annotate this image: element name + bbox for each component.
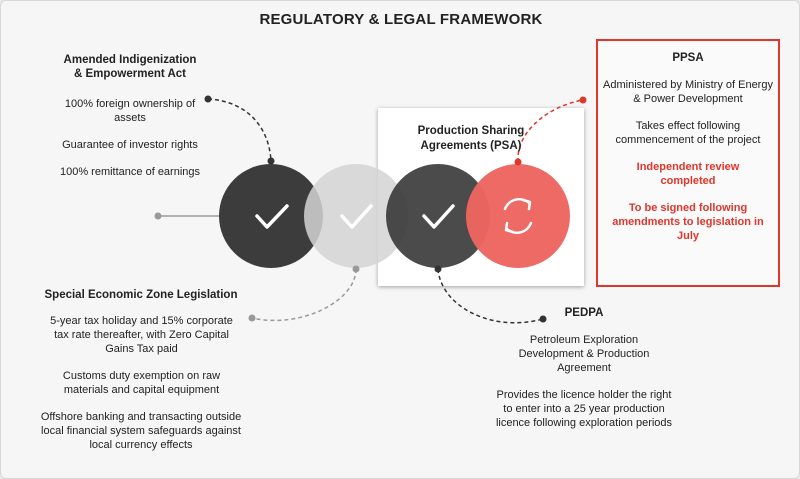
- list-item: Administered by Ministry of Energy & Pow…: [603, 79, 773, 105]
- pedpa-connector: [437, 268, 544, 324]
- status-highlight: Independent review completed: [636, 161, 740, 187]
- list-item: Provides the licence holder the right to…: [495, 389, 673, 429]
- list-item: Offshore banking and transacting outside…: [40, 411, 242, 451]
- list-item: 100% remittance of earnings: [59, 166, 201, 178]
- sez-title: Special Economic Zone Legislation: [44, 289, 238, 301]
- ppsa-title: PPSA: [672, 52, 704, 64]
- ppsa-panel: [596, 39, 780, 287]
- sez-dot: [248, 314, 256, 322]
- list-item: 100% foreign ownership of assets: [64, 98, 196, 124]
- indigenization-circle: [219, 164, 323, 268]
- timeline-start-dot: [154, 212, 162, 220]
- list-item: Petroleum Exploration Development & Prod…: [518, 334, 650, 374]
- list-item: Guarantee of investor rights: [62, 139, 198, 151]
- sez-connector: [251, 268, 357, 322]
- sez-block: Special Economic Zone Legislation 5-year…: [21, 288, 261, 465]
- pedpa-dot: [539, 315, 547, 323]
- status-highlight: To be signed following amendments to leg…: [612, 202, 764, 242]
- pedpa-title: PEDPA: [564, 307, 604, 319]
- ppsa-dot: [579, 96, 587, 104]
- list-item: 5-year tax holiday and 15% corporate tax…: [50, 315, 233, 355]
- psa-title: Production Sharing Agreements (PSA): [417, 125, 525, 152]
- list-item: Customs duty exemption on raw materials …: [62, 370, 221, 396]
- page-title: REGULATORY & LEGAL FRAMEWORK: [259, 11, 543, 28]
- check-icon: [422, 204, 455, 229]
- check-icon: [255, 204, 289, 229]
- ppsa-circle: [466, 164, 570, 268]
- sez-circle: [304, 164, 408, 268]
- ppsa-connector: [517, 99, 584, 163]
- pedpa-block: PEDPA Petroleum Exploration Development …: [494, 306, 674, 443]
- psa-circle: [386, 164, 490, 268]
- indigenization-title: Amended Indigenization & Empowerment Act: [63, 54, 197, 80]
- indigenization-connector: [207, 98, 272, 162]
- indigenization-dot: [204, 95, 212, 103]
- refresh-icon: [503, 198, 533, 234]
- indigenization-block: Amended Indigenization & Empowerment Act…: [45, 53, 215, 192]
- list-item: Takes effect following commencement of t…: [615, 120, 761, 146]
- ppsa-block: PPSA Administered by Ministry of Energy …: [601, 51, 775, 256]
- check-icon: [340, 204, 373, 229]
